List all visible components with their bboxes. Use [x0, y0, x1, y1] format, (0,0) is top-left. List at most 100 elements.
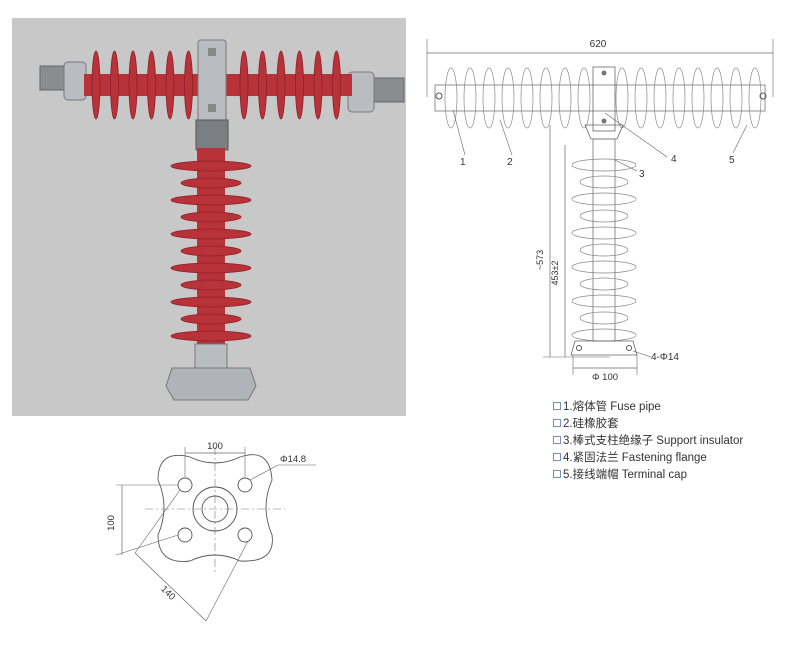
base-flange-outline [570, 340, 638, 356]
diagonal-ext-1 [134, 489, 181, 554]
fuse-pipe-shed-outline [520, 67, 534, 129]
side-view-drawing: 620 ~573 453±2 Φ 100 4-Φ14 1 2 3 4 5 [426, 39, 774, 383]
support-insulator-shed [170, 228, 252, 240]
legend-checkbox [553, 401, 561, 410]
side-view-outline [434, 66, 767, 356]
left-terminal-cap [63, 61, 87, 101]
support-insulator-shed-outline [571, 226, 637, 240]
legend-checkbox [553, 452, 561, 461]
base-hole [576, 345, 582, 351]
legend-checkbox [553, 469, 561, 478]
bolt-hole-bl [177, 527, 193, 543]
support-insulator-shed [170, 160, 252, 172]
fuse-pipe-shed-outline [634, 67, 648, 129]
support-insulator-shed [180, 313, 242, 325]
left-ext-bottom [115, 534, 179, 556]
fuse-pipe-shed-outline [558, 67, 572, 129]
hole-leader [249, 464, 279, 481]
parts-legend: 1.熔体管 Fuse pipe 2.硅橡胶套 3.棒式支柱绝缘子 Support… [553, 397, 743, 482]
support-insulator-shed-outline [579, 311, 629, 325]
fuse-pipe-shed-outline [501, 67, 515, 129]
callout-1-leader [452, 109, 466, 156]
diagonal-ext-2 [205, 540, 249, 622]
diagonal-label: 140 [158, 584, 177, 603]
left-label: 100 [106, 515, 117, 531]
fuse-pipe-shed-outline [444, 67, 458, 129]
center-bore-inner [201, 495, 229, 523]
fuse-tube-shed [128, 50, 138, 120]
support-insulator-shed [170, 296, 252, 308]
fuse-tube-shed [295, 50, 304, 120]
support-insulator-shed [180, 177, 242, 189]
fuse-pipe-shed-outline [577, 67, 591, 129]
fuse-tube-shed [147, 50, 156, 120]
hole-label: 4-Φ14 [651, 352, 679, 363]
callout-2: 2 [507, 157, 513, 168]
legend-label: 4.紧固法兰 Fastening flange [563, 451, 707, 464]
fuse-tube-shed [276, 50, 286, 120]
fuse-pipe-shed-outline [615, 67, 629, 129]
connector-stem [195, 119, 229, 151]
fuse-tube-shed [258, 50, 267, 120]
support-insulator-shed [180, 279, 242, 291]
width-label: 620 [590, 39, 607, 50]
legend-item: 3.棒式支柱绝缘子 Support insulator [553, 431, 743, 448]
callout-4-leader [604, 112, 668, 158]
callout-5-leader [732, 124, 748, 154]
fuse-pipe-shed-outline [672, 67, 686, 129]
fuse-tube-shed [184, 50, 193, 120]
callout-3-leader [614, 159, 638, 172]
clamp-outline [592, 66, 616, 132]
fuse-pipe-outline [434, 84, 766, 112]
right-terminal-lug [371, 77, 405, 103]
base-hole [626, 345, 632, 351]
product-photo [12, 18, 406, 416]
diagonal-dimension-line [134, 552, 207, 622]
base-collar [194, 343, 228, 369]
fuse-pipe-shed-outline [482, 67, 496, 129]
support-insulator-shed [180, 245, 242, 257]
support-insulator-shed-outline [579, 209, 629, 223]
legend-item: 2.硅橡胶套 [553, 414, 743, 431]
clamp-bolt-bottom [208, 104, 216, 112]
base-flange [165, 367, 257, 401]
base-label: Φ 100 [592, 372, 618, 383]
support-insulator-shed [170, 194, 252, 206]
clamp-bolt-top [208, 48, 216, 56]
fuse-pipe-shed-outline [691, 67, 705, 129]
hole-label: Φ14.8 [280, 454, 306, 465]
fuse-pipe-shed-outline [653, 67, 667, 129]
callout-1: 1 [460, 157, 466, 168]
fuse-tube-shed [91, 50, 101, 120]
fuse-tube-shed [332, 50, 341, 120]
callout-3: 3 [639, 169, 645, 180]
support-insulator-shed-outline [571, 260, 637, 274]
flange-top-view-drawing: 100 100 140 Φ14.8 [106, 441, 316, 622]
clamp-bolt [601, 118, 607, 124]
flange-plate-outline [584, 124, 624, 140]
height-label: 453±2 [550, 261, 560, 286]
fuse-tube-shed [110, 50, 119, 120]
fuse-pipe-shed-outline [463, 67, 477, 129]
support-insulator-shed [180, 211, 242, 223]
legend-label: 3.棒式支柱绝缘子 Support insulator [563, 434, 744, 447]
support-insulator-outline [592, 138, 616, 342]
callout-2-leader [499, 119, 513, 156]
legend-item: 1.熔体管 Fuse pipe [553, 397, 743, 414]
support-insulator-shed-outline [571, 294, 637, 308]
callout-5: 5 [729, 155, 735, 166]
fuse-tube-shed [239, 50, 249, 120]
legend-item: 4.紧固法兰 Fastening flange [553, 448, 743, 465]
left-terminal-hole [435, 92, 443, 100]
legend-item: 5.接线端帽 Terminal cap [553, 465, 743, 482]
bolt-hole-br [237, 527, 253, 543]
support-insulator-shed-outline [571, 158, 637, 172]
bolt-hole-tr [237, 477, 253, 493]
hole-leader [632, 350, 652, 358]
support-insulator-shed [170, 330, 252, 342]
support-insulator-shed-outline [579, 175, 629, 189]
flange-outline [157, 454, 273, 562]
support-insulator-shed-outline [571, 328, 637, 342]
fuse-tube-shed [313, 50, 323, 120]
insulator-illustration [39, 39, 405, 401]
